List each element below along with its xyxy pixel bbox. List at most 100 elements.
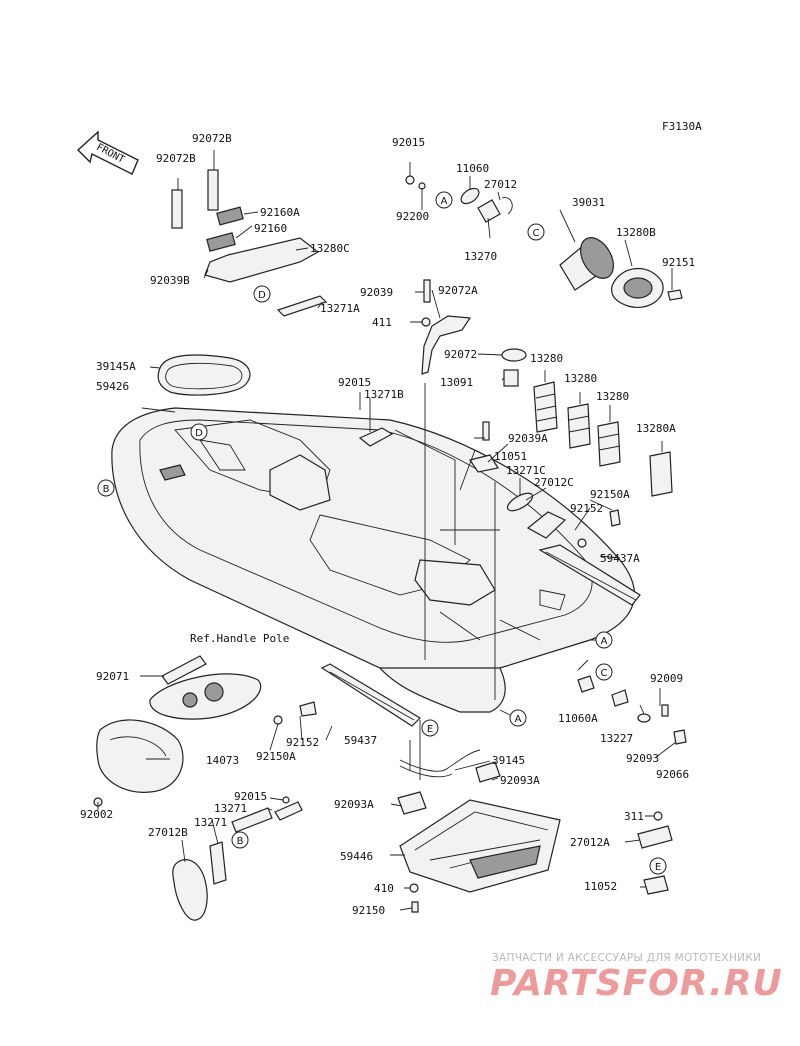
svg-text:C: C <box>533 228 540 239</box>
mid-right-parts <box>358 421 641 606</box>
part-label: 11060 <box>456 162 489 175</box>
callout-e2: E <box>649 857 667 875</box>
part-label: 411 <box>372 316 392 329</box>
part-label: 13280A <box>636 422 676 435</box>
part-label: 13271 <box>194 816 227 829</box>
hull-strip-lower <box>273 663 421 727</box>
part-label: 39145A <box>96 360 136 373</box>
part-label: 92015 <box>392 136 425 149</box>
figure-code: F3130A <box>662 120 702 133</box>
callout-a2: A <box>595 631 613 649</box>
part-label: 13280B <box>616 226 656 239</box>
part-label: 11051 <box>494 450 527 463</box>
callout-circles: A C D D B A C A E B E A <box>0 0 667 875</box>
part-label: 13271 <box>214 802 247 815</box>
ride-plate <box>399 799 561 913</box>
part-label: 92039A <box>508 432 548 445</box>
part-label: 13270 <box>464 250 497 263</box>
callout-c2: C <box>595 663 613 681</box>
callout-b1: B <box>97 479 115 497</box>
seat-cover <box>157 354 251 396</box>
part-label: 13271A <box>320 302 360 315</box>
part-label: 92093A <box>500 774 540 787</box>
part-label: 92039B <box>150 274 190 287</box>
bracket-assembly-upper-left <box>171 169 328 317</box>
part-label: 92015 <box>234 790 267 803</box>
callout-a3: A <box>509 709 527 727</box>
part-label: 92093 <box>626 752 659 765</box>
part-label: 92009 <box>650 672 683 685</box>
callout-a4: A <box>0 0 7 3</box>
part-label: 13280 <box>596 390 629 403</box>
svg-text:D: D <box>195 428 203 439</box>
part-label: 39145 <box>492 754 525 767</box>
part-label: 27012 <box>484 178 517 191</box>
rope-and-pads <box>397 749 501 815</box>
part-label: 311 <box>624 810 644 823</box>
part-label: 11060A <box>558 712 598 725</box>
part-label: 59437A <box>600 552 640 565</box>
part-label: 59426 <box>96 380 129 393</box>
part-label: 27012A <box>570 836 610 849</box>
leader-lines <box>97 150 677 911</box>
part-label: 92160 <box>254 222 287 235</box>
callout-b2: B <box>231 831 249 849</box>
svg-text:E: E <box>655 862 661 873</box>
callout-d1: D <box>253 285 271 303</box>
svg-text:C: C <box>601 668 608 679</box>
part-label: 92150 <box>352 904 385 917</box>
part-label: 92015 <box>338 376 371 389</box>
part-label: 92152 <box>286 736 319 749</box>
svg-text:A: A <box>515 714 522 725</box>
grommet-stacks <box>533 381 673 497</box>
part-label: 13280C <box>310 242 350 255</box>
part-label: 13271B <box>364 388 404 401</box>
handle-pole-parts <box>93 655 262 807</box>
part-label: 92160A <box>260 206 300 219</box>
part-label: 92072A <box>438 284 478 297</box>
callout-e1: E <box>421 719 439 737</box>
part-label: 92072B <box>192 132 232 145</box>
part-label: 13280 <box>564 372 597 385</box>
part-label: 92152 <box>570 502 603 515</box>
part-labels: 92072B 92072B 92160A 92160 13280C 92039B… <box>80 132 695 917</box>
part-label: 27012C <box>534 476 574 489</box>
part-label: 92093A <box>334 798 374 811</box>
svg-text:D: D <box>258 290 266 301</box>
part-label: 92066 <box>656 768 689 781</box>
part-label: 14073 <box>206 754 239 767</box>
part-label: 92150A <box>590 488 630 501</box>
svg-text:E: E <box>427 724 433 735</box>
small-parts-upper-center <box>405 175 527 387</box>
parts-lower-right <box>577 675 687 895</box>
svg-text:B: B <box>237 836 244 847</box>
watermark-logo: PARTSFOR.RU <box>490 963 783 1004</box>
hull-drawing <box>111 407 636 713</box>
part-label: 92072 <box>444 348 477 361</box>
part-label: 59437 <box>344 734 377 747</box>
part-label: 92071 <box>96 670 129 683</box>
front-arrow-icon: FRONT <box>76 130 139 175</box>
svg-text:B: B <box>103 484 110 495</box>
part-label: 410 <box>374 882 394 895</box>
svg-text:A: A <box>441 196 448 207</box>
intake-parts <box>559 237 683 308</box>
part-label: 13091 <box>440 376 473 389</box>
part-label: 13271C <box>506 464 546 477</box>
callout-c1: C <box>527 223 545 241</box>
part-label: 59446 <box>340 850 373 863</box>
watermark-subtitle: ЗАПЧАСТИ И АКСЕССУАРЫ ДЛЯ МОТОТЕХНИКИ <box>492 952 762 964</box>
callout-a1: A <box>435 191 453 209</box>
svg-text:A: A <box>601 636 608 647</box>
plates-lower-left <box>172 796 303 921</box>
part-label: 27012B <box>148 826 188 839</box>
ref-handle-pole-note: Ref.Handle Pole <box>190 632 289 645</box>
part-label: 92151 <box>662 256 695 269</box>
part-label: 13227 <box>600 732 633 745</box>
part-label: 92200 <box>396 210 429 223</box>
part-label: 92002 <box>80 808 113 821</box>
part-label: 92072B <box>156 152 196 165</box>
callout-d2: D <box>190 423 208 441</box>
part-label: 39031 <box>572 196 605 209</box>
